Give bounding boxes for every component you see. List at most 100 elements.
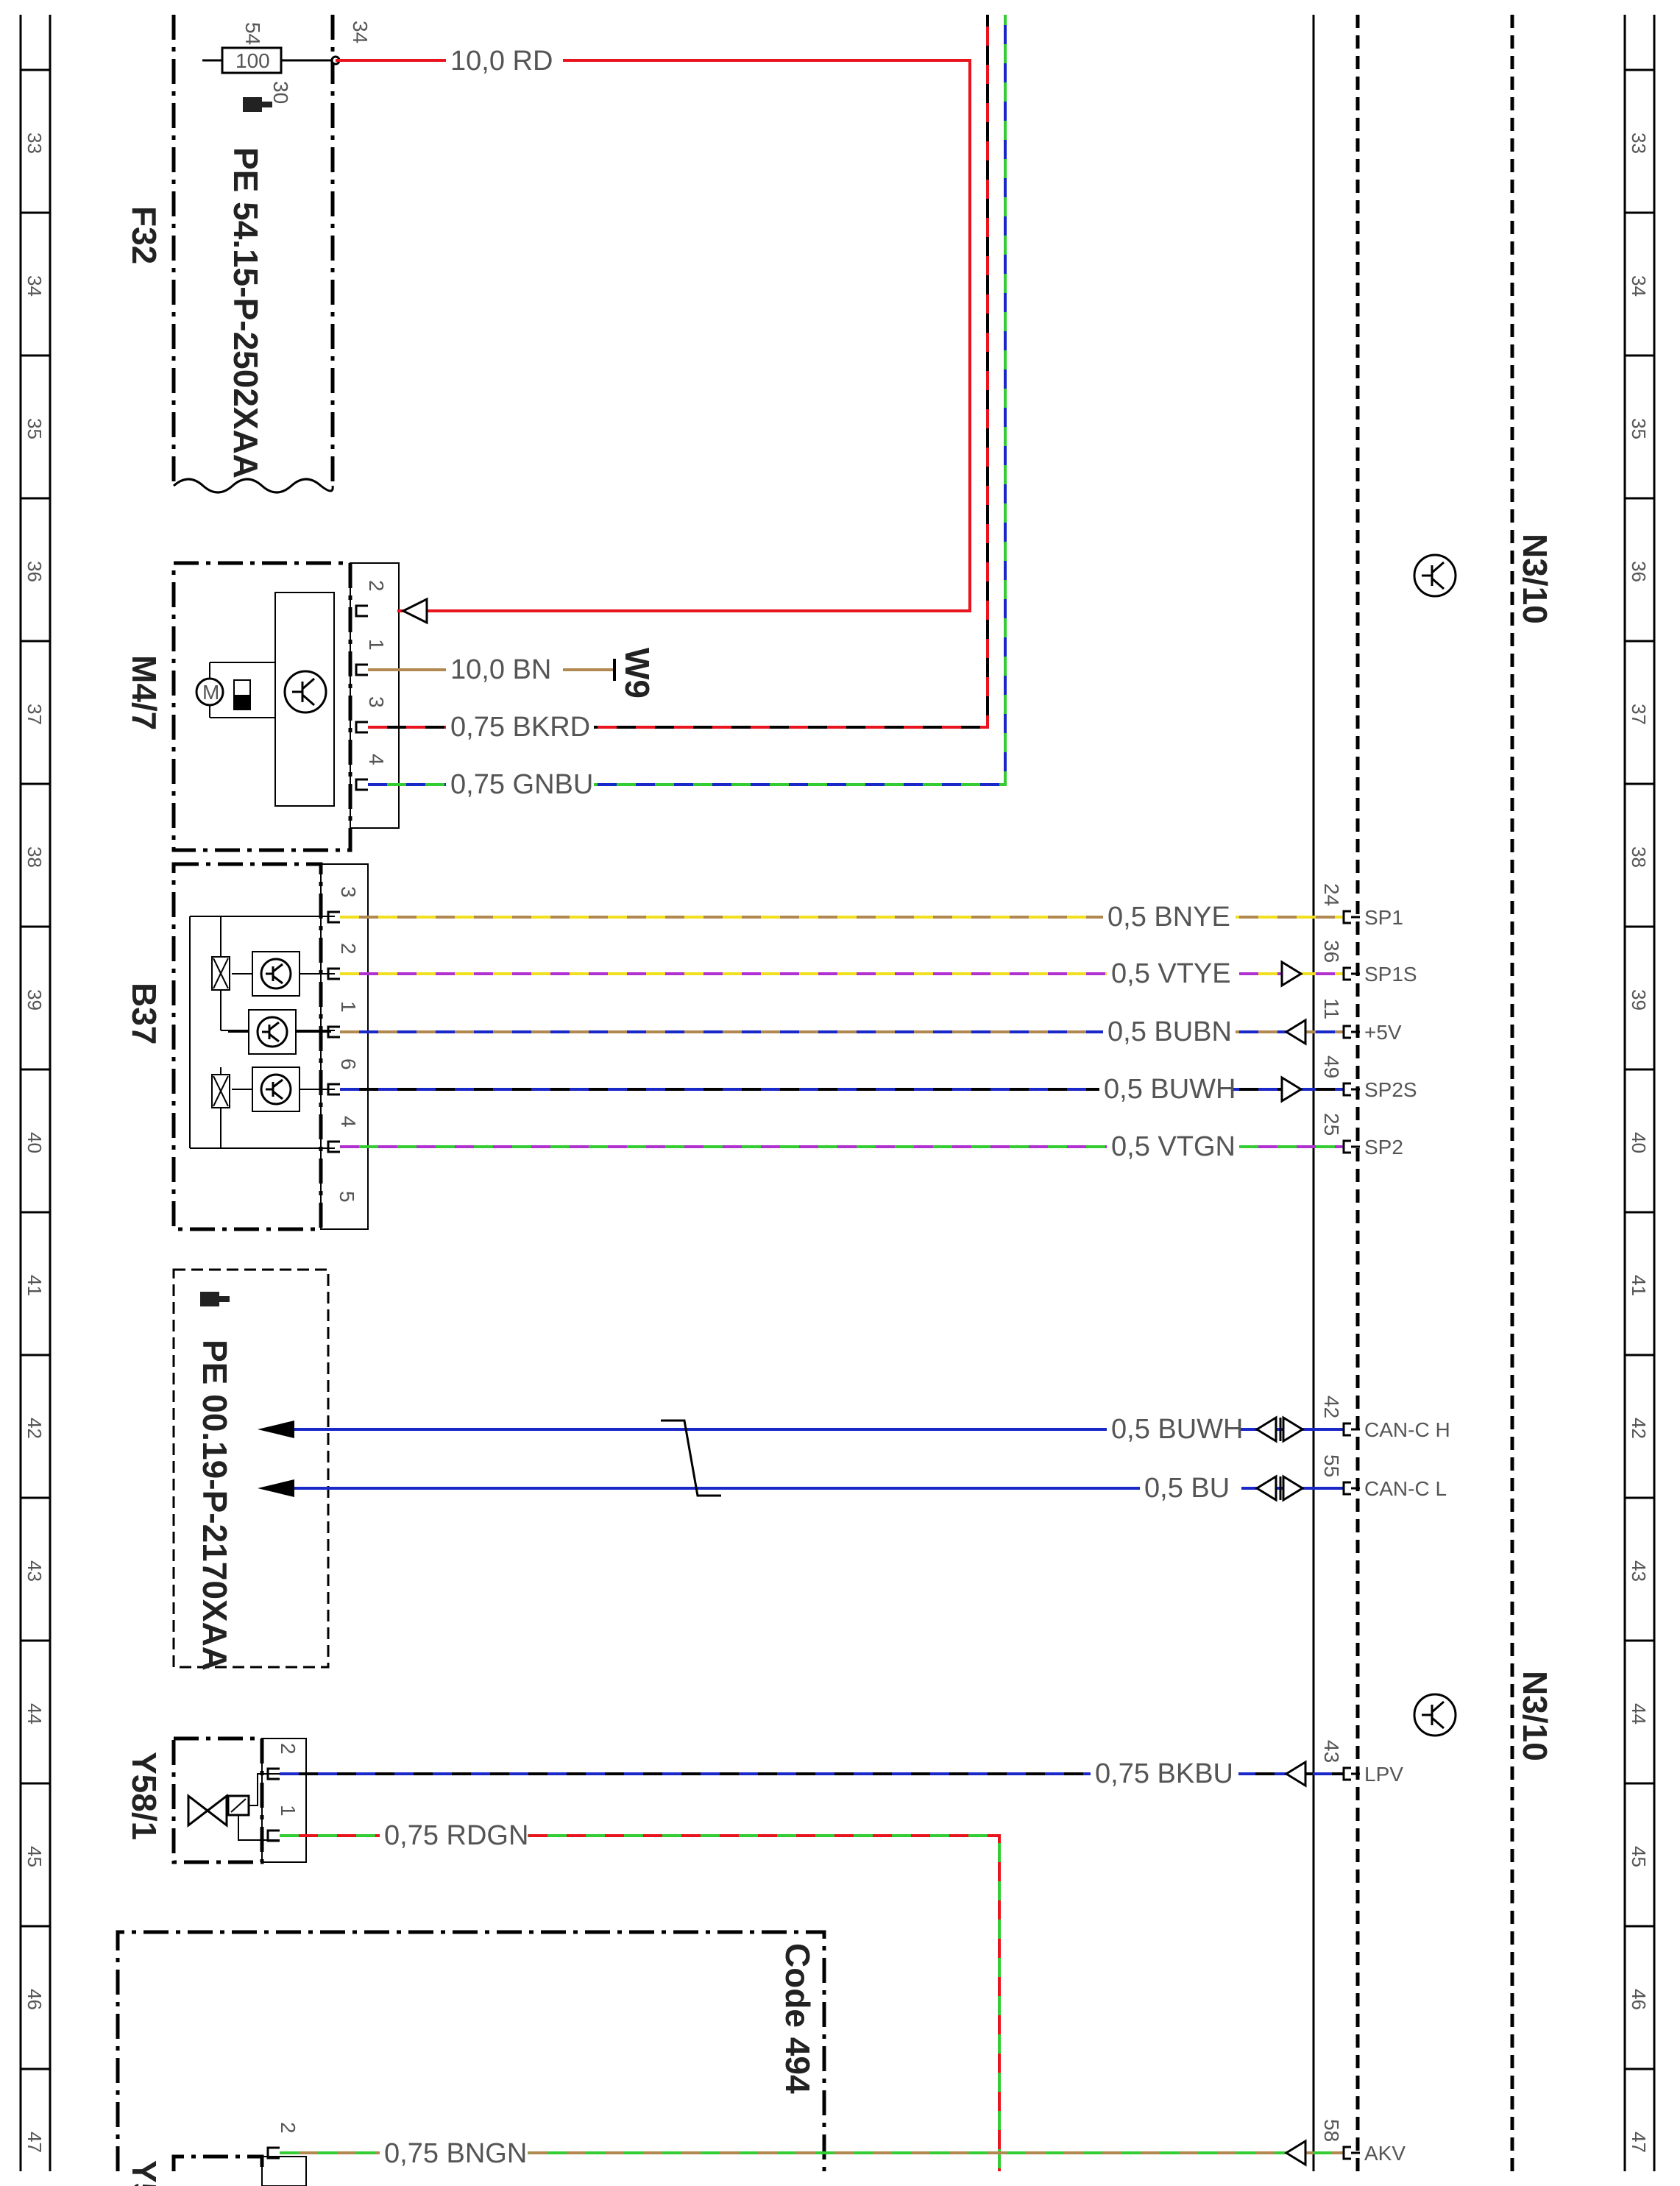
f32-fuse-box: 100 54 30 34 PE 54.15-P-2502XAA F32 [125, 15, 372, 494]
svg-text:AKV: AKV [1364, 2142, 1406, 2165]
wire-10-rd [336, 59, 971, 612]
wire-075-bkrd-stripe [368, 15, 989, 729]
hand-pointer-icon [243, 97, 272, 112]
grid-number-right: 33 [1628, 132, 1650, 154]
motor-icon: M [195, 662, 276, 718]
svg-text:58: 58 [1320, 2119, 1343, 2142]
w9-label: W9 [618, 648, 656, 698]
grid-number-right: 34 [1628, 275, 1650, 297]
grid-number-right: 46 [1628, 1989, 1650, 2010]
grid-number-right: 45 [1628, 1846, 1650, 1867]
grid-number-left: 35 [24, 418, 46, 439]
svg-text:0,75 RDGN: 0,75 RDGN [384, 1820, 528, 1851]
pe-can-reference: PE 00.19-P-2170XAA [196, 1340, 234, 1671]
b37-pin: 3 [327, 886, 360, 924]
grid-number-left: 34 [24, 275, 46, 297]
sensor-transistor-icon [232, 1067, 335, 1112]
grid-number-left: 44 [24, 1703, 46, 1725]
fuse-pin-top: 34 [349, 21, 372, 43]
svg-text:2: 2 [277, 2122, 300, 2134]
b37-pin: 2 [327, 943, 360, 980]
svg-text:36: 36 [1320, 940, 1343, 963]
ecu-n3-10: N3/10 N3/10 [1312, 15, 1554, 2171]
y58-1-label: Y58/1 [125, 1752, 163, 1840]
ecu-transistor-icon [1413, 1693, 1457, 1737]
grid-number-left: 47 [24, 2132, 46, 2153]
sensor-circuit [189, 916, 335, 1149]
m47-pin: 1 [355, 639, 388, 676]
arrow-can-b-1 [1282, 1474, 1305, 1502]
svg-text:CAN-C L: CAN-C L [1364, 1477, 1447, 1500]
y58-pin: 1 [266, 1805, 300, 1842]
y58-1-component: Y58/1 212 [125, 1736, 307, 2160]
grid-number-right: 40 [1628, 1132, 1650, 1153]
svg-text:3: 3 [337, 886, 360, 898]
svg-text:0,75 GNBU: 0,75 GNBU [450, 769, 593, 800]
sensor-transistor-icon [232, 951, 335, 997]
arrow-b37-3 [1280, 1075, 1303, 1103]
svg-text:3: 3 [365, 696, 388, 708]
wire-label-075-bkbu: 0,75 BKBU [1091, 1758, 1238, 1790]
svg-text:10,0 RD: 10,0 RD [450, 46, 553, 77]
grid-number-left: 37 [24, 704, 46, 725]
f32-reference: PE 54.15-P-2502XAA [227, 147, 265, 478]
wire-075-rdgn-stripe [280, 1834, 1001, 2171]
ecu-pin--5v: 11+5V [1320, 998, 1402, 1044]
svg-text:0,75 BNGN: 0,75 BNGN [384, 2138, 527, 2169]
f32-label: F32 [125, 206, 163, 264]
pe-can-box: PE 00.19-P-2170XAA [172, 1268, 330, 1671]
svg-text:43: 43 [1320, 1740, 1343, 1763]
svg-text:1: 1 [277, 1805, 300, 1817]
fuse-pin-out: 30 [269, 81, 292, 104]
hand-pointer-icon [200, 1292, 230, 1306]
grid-number-right: 38 [1628, 846, 1650, 868]
arrow-y58-pin2 [1284, 1760, 1307, 1788]
arrow-can-end-1 [258, 1479, 294, 1497]
svg-text:24: 24 [1320, 883, 1343, 906]
m4-7-label: M4/7 [125, 655, 163, 730]
arrow-can-b-0 [1282, 1415, 1305, 1443]
svg-text:2: 2 [365, 580, 388, 592]
b37-label: B37 [125, 983, 163, 1044]
svg-text:0,5 BUBN: 0,5 BUBN [1107, 1016, 1232, 1047]
arrows [258, 597, 1307, 2167]
grid-number-right: 42 [1628, 1418, 1650, 1439]
svg-text:55: 55 [1320, 1454, 1343, 1477]
sensor-transistor-icon [228, 1009, 331, 1055]
wire-label-10-rd: 10,0 RD [446, 46, 563, 77]
svg-text:4: 4 [337, 1116, 360, 1128]
arrow-can-a-1 [1255, 1474, 1277, 1502]
y5-label: Y5 [125, 2160, 163, 2186]
ecu-label-top: N3/10 [1516, 534, 1554, 624]
wire-label-b37-3: 0,5 BUWH [1099, 1074, 1236, 1106]
svg-text:SP2S: SP2S [1364, 1078, 1417, 1101]
svg-text:CAN-C H: CAN-C H [1364, 1418, 1450, 1441]
svg-text:0,5 BUWH: 0,5 BUWH [1111, 1414, 1243, 1445]
ecu-transistor-icon [1413, 553, 1457, 598]
svg-text:49: 49 [1320, 1055, 1343, 1078]
svg-text:42: 42 [1320, 1396, 1343, 1418]
svg-text:LPV: LPV [1364, 1763, 1403, 1786]
wire-label-can-1: 0,5 BU [1140, 1473, 1241, 1504]
grid-number-right: 37 [1628, 704, 1650, 725]
b37-pin: 6 [327, 1058, 360, 1096]
y5-component: Y5 [125, 2154, 307, 2186]
svg-text:0,75 BKBU: 0,75 BKBU [1095, 1758, 1233, 1789]
twisted-pair-marker [661, 1419, 721, 1497]
arrow-can-end-0 [258, 1421, 294, 1438]
arrow-m47-pin2 [400, 597, 428, 625]
grid-number-right: 43 [1628, 1560, 1650, 1582]
wire-075-bkrd [368, 15, 989, 729]
wire-label-075-rdgn: 0,75 RDGN [380, 1820, 528, 1852]
grid-number-left: 43 [24, 1560, 46, 1582]
